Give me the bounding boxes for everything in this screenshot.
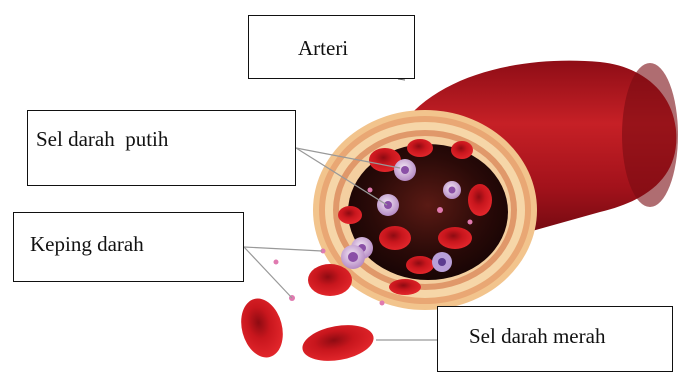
label-sel-darah-putih: Sel darah putih (36, 127, 168, 152)
label-box-arteri: Arteri (248, 15, 415, 79)
red-blood-cell (338, 206, 362, 224)
white-blood-cell (443, 181, 461, 199)
white-blood-cell (432, 252, 452, 272)
red-blood-cell (468, 184, 492, 216)
leader-line-arteri (398, 79, 405, 80)
white-blood-cell (377, 194, 399, 216)
platelet (368, 188, 373, 193)
red-blood-cell (389, 279, 421, 295)
red-blood-cell (451, 141, 473, 159)
label-box-keping-darah: Keping darah (13, 212, 244, 282)
leader-line-keping-darah (244, 247, 322, 298)
label-arteri: Arteri (298, 36, 348, 61)
label-box-sel-darah-putih: Sel darah putih (27, 110, 296, 186)
red-blood-cell (438, 227, 472, 249)
label-box-sel-darah-merah: Sel darah merah (437, 306, 673, 372)
red-blood-cell (379, 226, 411, 250)
red-blood-cell (300, 320, 377, 366)
red-blood-cell (407, 139, 433, 157)
platelet (437, 207, 443, 213)
label-sel-darah-merah: Sel darah merah (469, 324, 605, 349)
label-keping-darah: Keping darah (30, 232, 144, 257)
platelet (274, 260, 279, 265)
white-blood-cell (341, 245, 365, 269)
red-blood-cell (235, 294, 289, 362)
white-blood-cell (394, 159, 416, 181)
platelet (468, 220, 473, 225)
red-blood-cell (406, 256, 434, 274)
platelet (380, 301, 385, 306)
red-blood-cell (308, 264, 352, 296)
